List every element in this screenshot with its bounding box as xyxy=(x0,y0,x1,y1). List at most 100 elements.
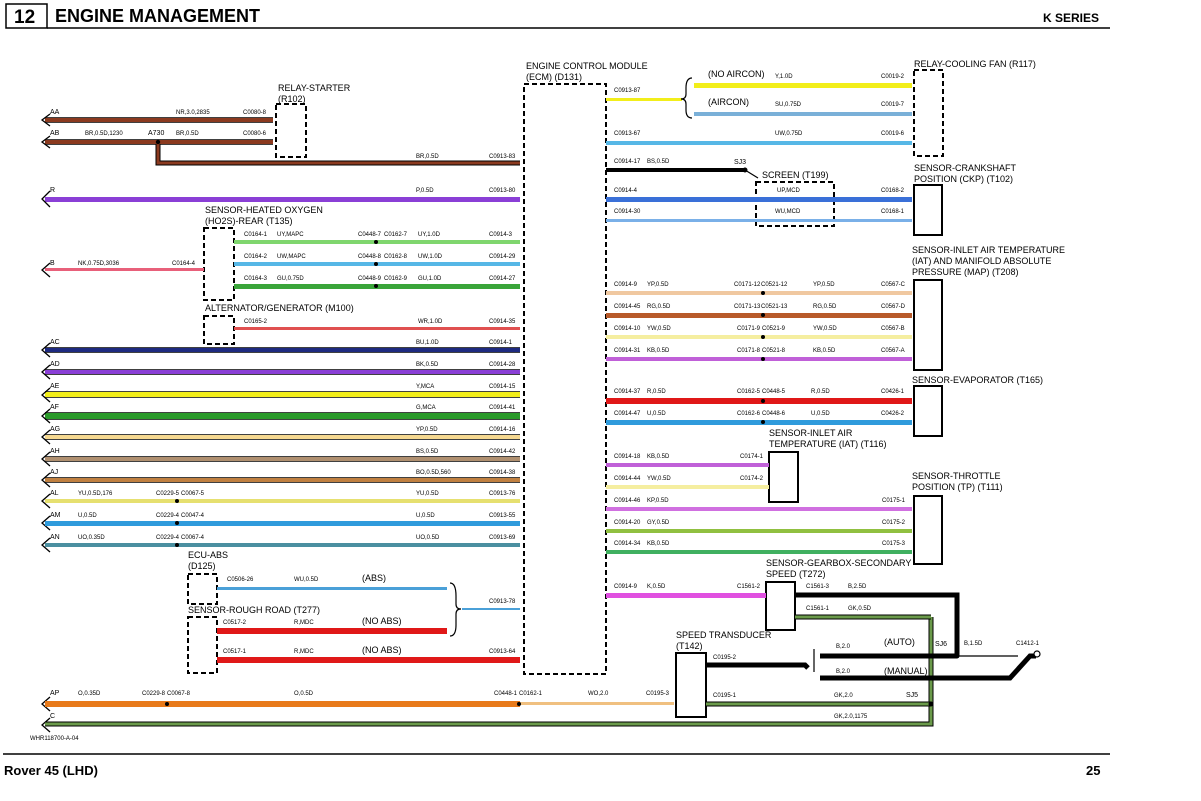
wire-ho1-conn-ecm: C0914-3 xyxy=(489,232,513,238)
wire-ac-conn: C0914-1 xyxy=(489,340,513,346)
relay-starter xyxy=(275,103,307,158)
wire-tp1-conn: C0175-1 xyxy=(882,498,906,504)
wire-map4-code2: KB,0.5D xyxy=(813,348,836,354)
wire-ad-id: AD xyxy=(50,361,60,368)
ho2s-label-2: (HO2S)-REAR (T135) xyxy=(205,216,293,226)
wire-ap-ecm xyxy=(520,702,674,705)
wire-al-code1: YU,0.5D,176 xyxy=(78,491,113,497)
wire-map2-conn1: C0171-13 xyxy=(734,304,761,310)
wire-fan1-ecm xyxy=(606,98,682,101)
wire-map1-code2: YP,0.5D xyxy=(813,282,835,288)
wire-ad-conn: C0914-28 xyxy=(489,362,516,368)
footer-page: 25 xyxy=(1086,763,1100,778)
wire-ab-code2: BR,0.5D xyxy=(176,131,199,137)
wire-rr2-conn-ecm: C0913-64 xyxy=(489,649,516,655)
wire-c-id: C xyxy=(50,713,55,720)
wire-aj-code: BO,0.5D,560 xyxy=(416,470,451,476)
relay-starter-label-2: (R102) xyxy=(278,94,306,104)
ecu-abs xyxy=(187,573,218,605)
wire-c xyxy=(45,617,933,726)
wire-ho3-code-a: GU,0.75D xyxy=(277,276,304,282)
wire-alt-code: WR,1.0D xyxy=(418,319,443,325)
wire-ap-conn3: C0448-1 xyxy=(494,691,518,697)
wire-r xyxy=(45,197,520,202)
alternator-label: ALTERNATOR/GENERATOR (M100) xyxy=(205,303,354,313)
wire-ap-conn2: C0067-8 xyxy=(167,691,191,697)
wire-an-code1: UO,0.35D xyxy=(78,535,105,541)
footer-model: Rover 45 (LHD) xyxy=(4,763,98,778)
wire-map4-conn1: C0171-8 xyxy=(737,348,761,354)
wire-evap1-code1: R,0.5D xyxy=(647,389,666,395)
note-manual: (MANUAL) xyxy=(884,666,928,676)
wire-ab-code3: BR,0.5D xyxy=(416,154,439,160)
wire-map1-conn2: C0521-12 xyxy=(761,282,788,288)
wire-ho3-conn-ecm: C0914-27 xyxy=(489,276,516,282)
wire-ah xyxy=(45,457,520,461)
wire-st-manual-code: B,2.0 xyxy=(836,669,851,675)
wire-rr2 xyxy=(217,657,520,663)
wire-al xyxy=(45,499,520,503)
wire-evap1-conn2: C0448-5 xyxy=(762,389,786,395)
wire-ag-conn: C0914-16 xyxy=(489,427,516,433)
wire-iat2-conn: C0174-2 xyxy=(740,476,764,482)
wire-aa-conn: C0080-8 xyxy=(243,110,267,116)
wire-b xyxy=(45,268,204,271)
wire-an-conn1: C0229-4 xyxy=(156,535,180,541)
wire-ab-code1: BR,0.5D,1230 xyxy=(85,131,123,137)
wire-af-code: G,MCA xyxy=(416,405,436,411)
wire-tp3-conn: C0175-3 xyxy=(882,541,906,547)
wire-iat2 xyxy=(606,485,769,489)
wire-ag-code: YP,0.5D xyxy=(416,427,438,433)
wire-map2-code1: RG,0.5D xyxy=(647,304,671,310)
drawing-reference: WHR118700-A-04 xyxy=(30,736,79,742)
page-title: ENGINE MANAGEMENT xyxy=(55,6,260,26)
tp-label-2: POSITION (TP) (T111) xyxy=(912,482,1003,492)
wire-tp1 xyxy=(606,507,912,511)
wire-alt-conn-ecm: C0914-35 xyxy=(489,319,516,325)
wire-ap xyxy=(45,701,520,707)
sensor-rough-road xyxy=(187,616,218,674)
wire-st2-code: GK,2.0 xyxy=(834,693,853,699)
wire-ho3-conn-c: C0162-9 xyxy=(384,276,408,282)
wire-b-conn: C0164-4 xyxy=(172,261,196,267)
wire-ag-id: AG xyxy=(50,426,60,433)
wire-ac-id: AC xyxy=(50,339,60,346)
note-aircon: (AIRCON) xyxy=(708,97,749,107)
wire-map4 xyxy=(606,357,912,361)
wire-evap1-conn: C0426-1 xyxy=(881,389,905,395)
wire-gb2-code: B,2.5D xyxy=(848,584,867,590)
wire-am xyxy=(45,521,520,526)
wire-ad-code: BK,0.5D xyxy=(416,362,439,368)
wire-r-code: P,0.5D xyxy=(416,188,434,194)
wire-gb3-conn: C1561-1 xyxy=(806,606,830,612)
wire-am-id: AM xyxy=(50,512,61,519)
wire-evap2-conn-ecm: C0914-47 xyxy=(614,411,641,417)
wire-r-conn: C0913-80 xyxy=(489,188,516,194)
wire-ho2-conn-b: C0448-8 xyxy=(358,254,382,260)
wire-ah-code: BS,0.5D xyxy=(416,449,439,455)
wire-ho3-code-b: GU,1.0D xyxy=(418,276,442,282)
wire-al-conn2: C0067-5 xyxy=(181,491,205,497)
wire-ae-conn: C0914-15 xyxy=(489,384,516,390)
wire-map3-conn1: C0171-9 xyxy=(737,326,761,332)
relay-fan-label: RELAY-COOLING FAN (R117) xyxy=(914,59,1036,69)
speed-transducer xyxy=(675,652,707,718)
wire-evap1-code2: R,0.5D xyxy=(811,389,830,395)
wire-aa-code: NR,3.0,2835 xyxy=(176,110,210,116)
wire-ae xyxy=(45,392,520,397)
sensor-ckp xyxy=(913,184,943,236)
wire-fan1-conn: C0019-2 xyxy=(881,74,905,80)
wire-sj6-code: B,1.5D xyxy=(964,641,983,647)
sensor-ho2s xyxy=(203,227,235,301)
wire-al-conn1: C0229-5 xyxy=(156,491,180,497)
wire-map4-conn: C0567-A xyxy=(881,348,905,354)
page-number: 12 xyxy=(14,7,35,28)
wire-an-code2: UO,0.5D xyxy=(416,535,440,541)
wire-st1-conn: C0195-2 xyxy=(713,655,737,661)
wire-gb3-code: GK,0.5D xyxy=(848,606,872,612)
wire-st2-conn: C0195-1 xyxy=(713,693,737,699)
wire-evap2-code2: U,0.5D xyxy=(811,411,830,417)
wire-evap2 xyxy=(606,420,912,425)
wire-aj xyxy=(45,478,520,482)
wire-evap2-conn: C0426-2 xyxy=(881,411,905,417)
